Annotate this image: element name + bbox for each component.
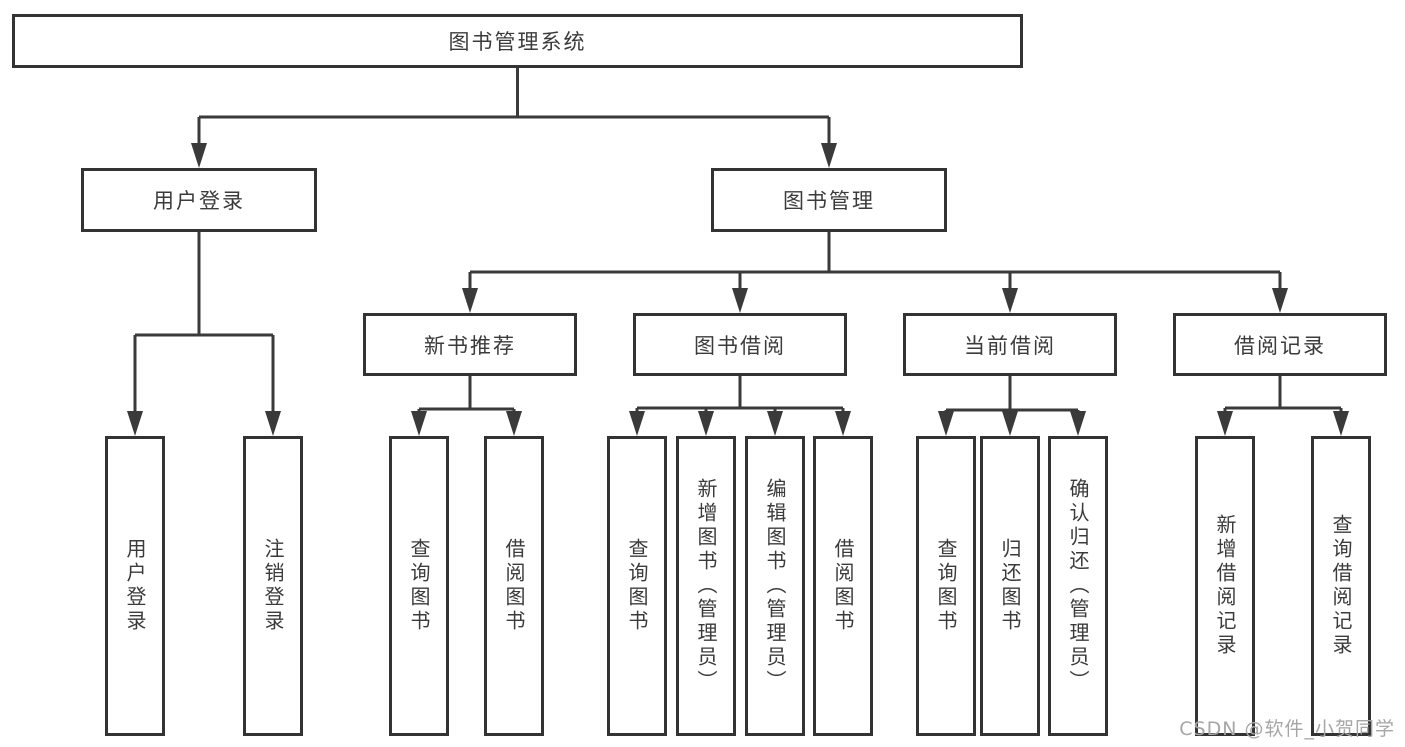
node-book-management: 图书管理 <box>711 168 947 232</box>
leaf-edit-book-admin-label: 编辑图书（管理员） <box>763 478 787 694</box>
leaf-add-book-admin-label: 新增图书（管理员） <box>694 478 718 694</box>
leaf-logout-label: 注销登录 <box>261 538 285 634</box>
leaf-borrow-books: 借阅图书 <box>813 436 873 736</box>
leaf-query-books-current-label: 查询图书 <box>934 538 958 634</box>
leaf-query-borrow-record: 查询借阅记录 <box>1311 436 1371 736</box>
node-book-borrow-label: 图书借阅 <box>694 333 786 358</box>
node-root-label: 图书管理系统 <box>448 30 587 54</box>
leaf-user-login: 用户登录 <box>105 436 165 736</box>
node-book-borrow: 图书借阅 <box>633 313 847 376</box>
node-new-book-recommend: 新书推荐 <box>363 313 577 376</box>
leaf-query-borrow-record-label: 查询借阅记录 <box>1329 514 1353 658</box>
leaf-logout: 注销登录 <box>243 436 303 736</box>
node-borrow-records: 借阅记录 <box>1173 313 1387 376</box>
leaf-query-books-borrow-label: 查询图书 <box>625 538 649 634</box>
csdn-watermark: CSDN @软件_小贺同学 <box>1179 718 1395 740</box>
leaf-query-books-recommend: 查询图书 <box>389 436 449 736</box>
leaf-return-books: 归还图书 <box>980 436 1040 736</box>
leaf-query-books-borrow: 查询图书 <box>607 436 667 736</box>
leaf-return-books-label: 归还图书 <box>998 538 1022 634</box>
node-user-login-label: 用户登录 <box>153 189 245 213</box>
leaf-confirm-return-admin-label: 确认归还（管理员） <box>1066 478 1090 694</box>
node-current-borrow: 当前借阅 <box>903 313 1117 376</box>
node-user-login: 用户登录 <box>81 168 317 232</box>
leaf-query-books-current: 查询图书 <box>916 436 976 736</box>
leaf-add-book-admin: 新增图书（管理员） <box>676 436 736 736</box>
leaf-add-borrow-record-label: 新增借阅记录 <box>1213 514 1237 658</box>
leaf-borrow-books-recommend: 借阅图书 <box>484 436 544 736</box>
node-new-book-recommend-label: 新书推荐 <box>424 333 516 358</box>
leaf-edit-book-admin: 编辑图书（管理员） <box>745 436 805 736</box>
leaf-query-books-recommend-label: 查询图书 <box>407 538 431 634</box>
leaf-confirm-return-admin: 确认归还（管理员） <box>1048 436 1108 736</box>
leaf-borrow-books-recommend-label: 借阅图书 <box>502 538 526 634</box>
node-borrow-records-label: 借阅记录 <box>1234 333 1326 358</box>
node-book-management-label: 图书管理 <box>783 189 875 213</box>
node-current-borrow-label: 当前借阅 <box>964 333 1056 358</box>
leaf-user-login-label: 用户登录 <box>123 538 147 634</box>
leaf-add-borrow-record: 新增借阅记录 <box>1195 436 1255 736</box>
node-root: 图书管理系统 <box>12 14 1023 68</box>
leaf-borrow-books-label: 借阅图书 <box>831 538 855 634</box>
